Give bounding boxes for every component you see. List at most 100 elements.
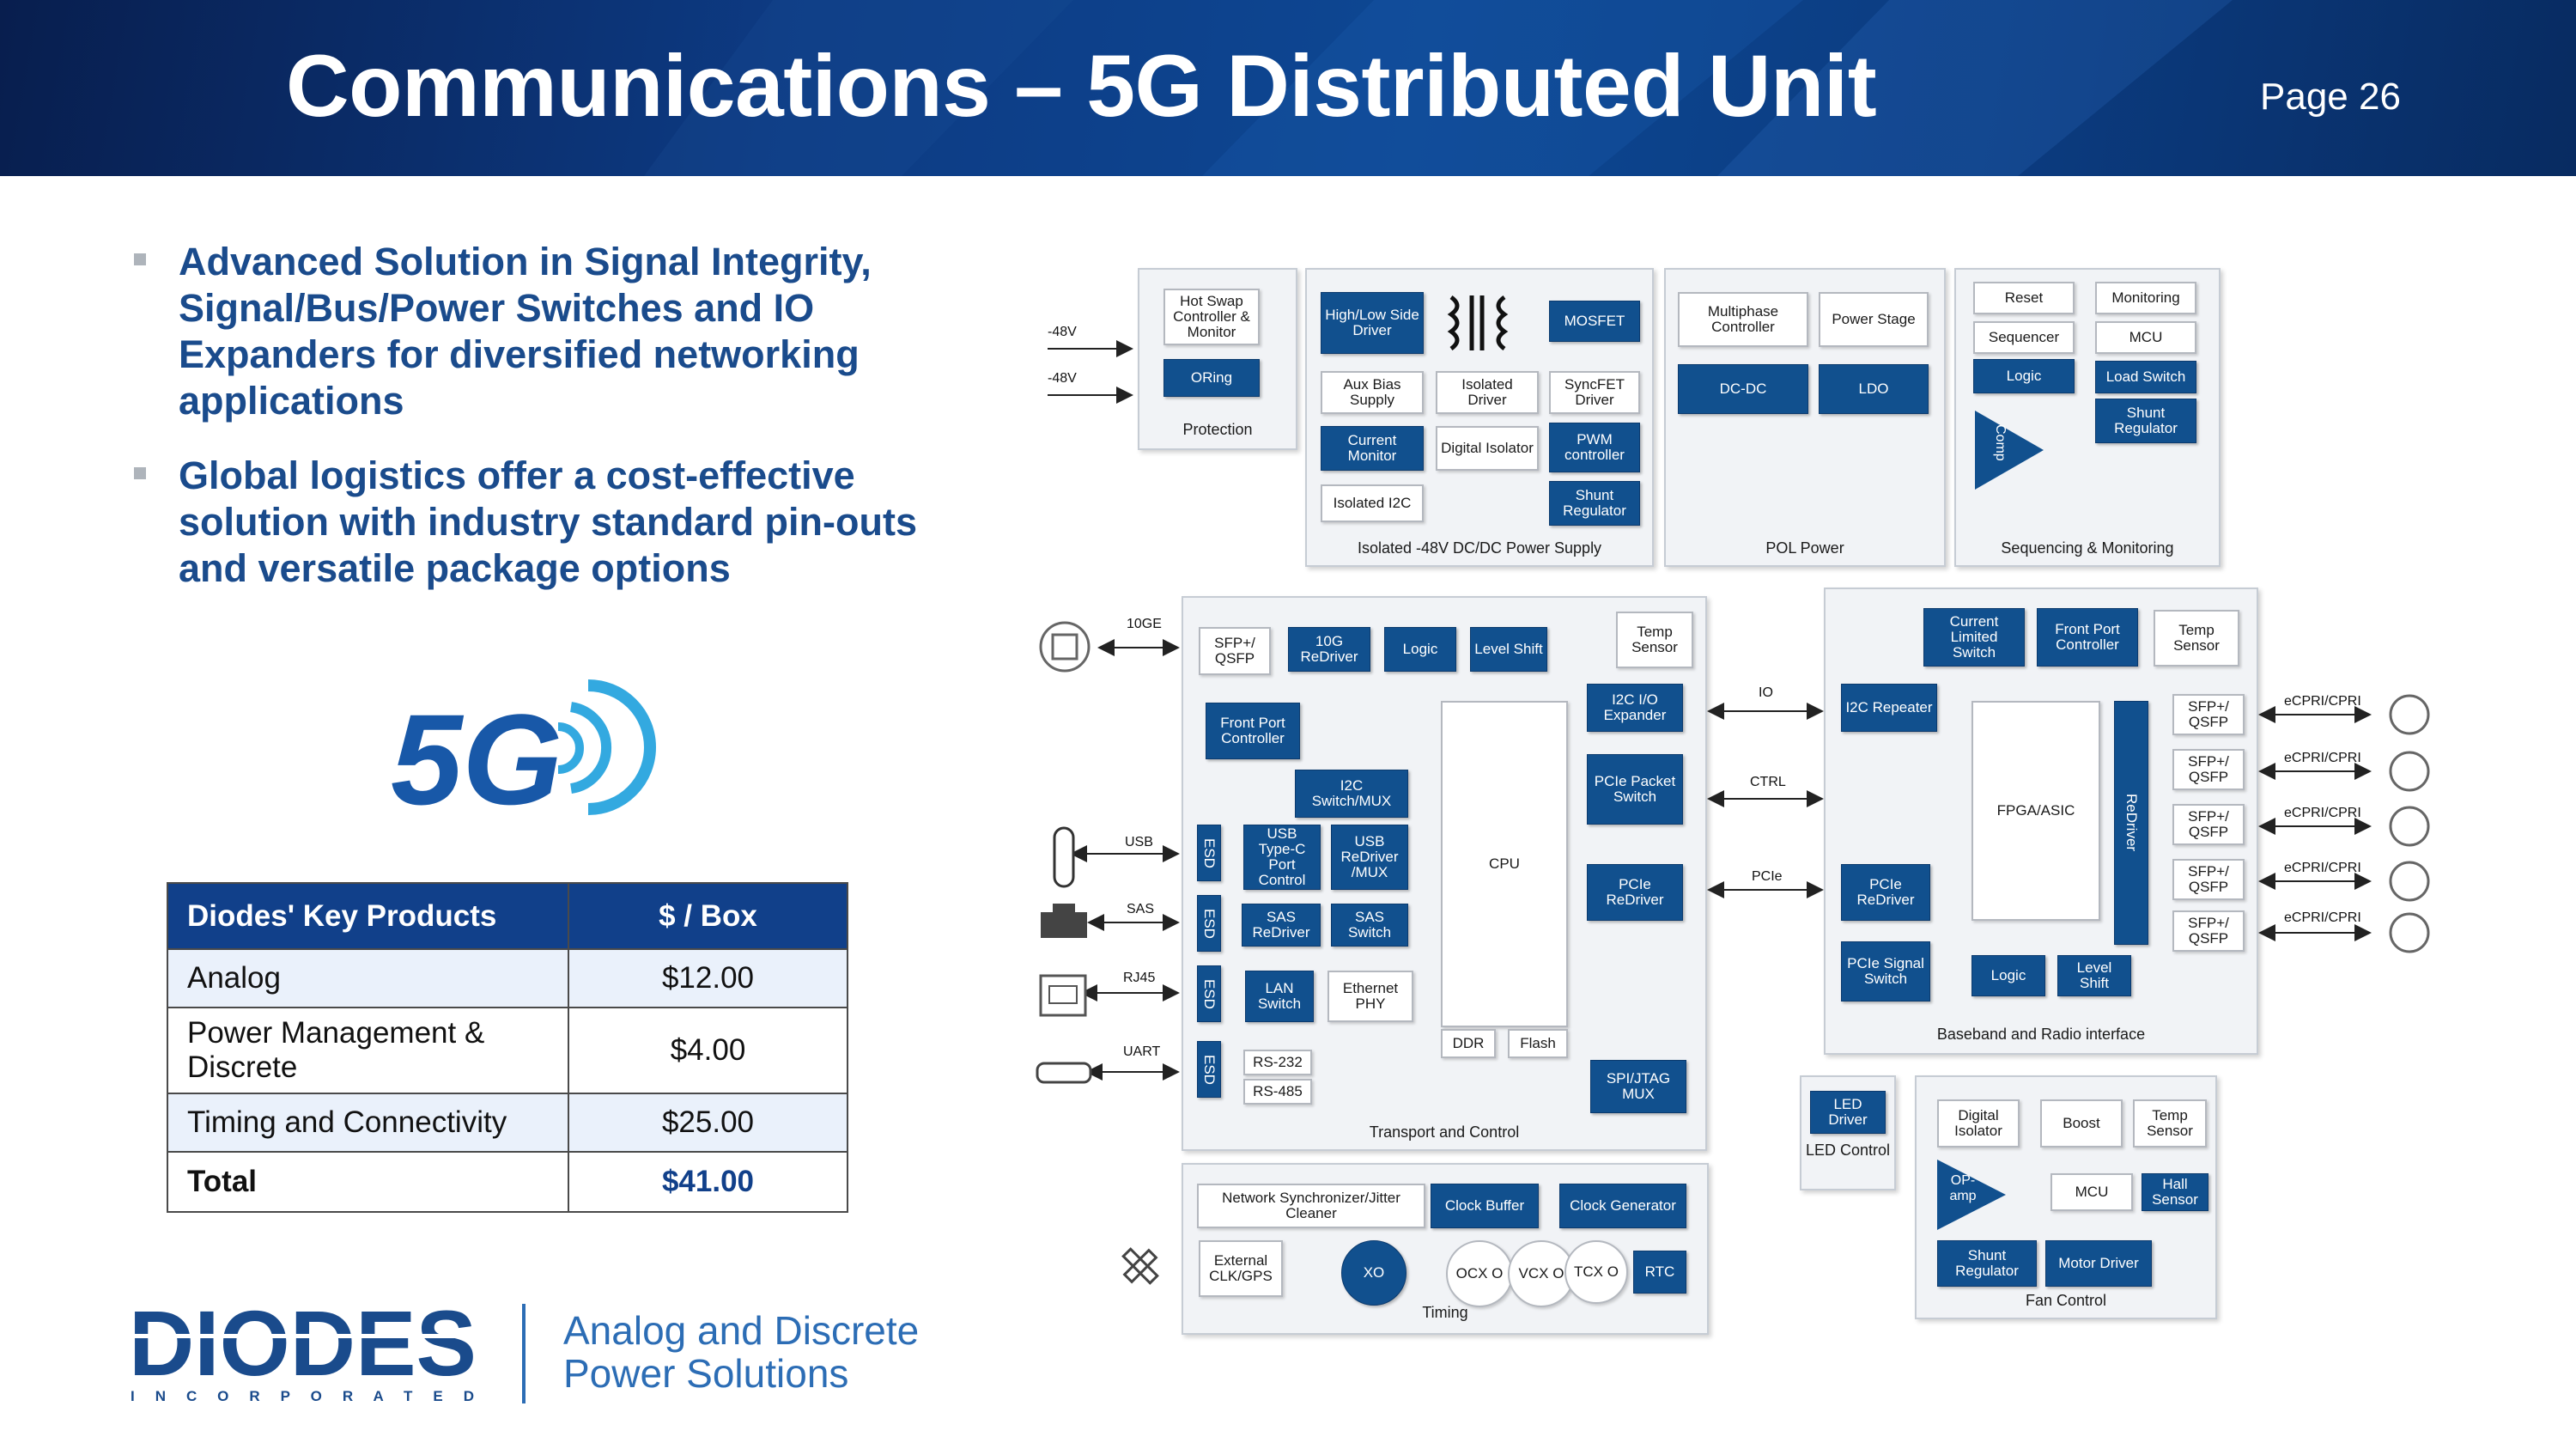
baseband-label: Baseband and Radio interface xyxy=(1936,1026,2146,1043)
boost-block: Boost xyxy=(2040,1099,2123,1148)
sas-switch-block: SAS Switch xyxy=(1331,904,1408,947)
sas-port-icon xyxy=(1041,904,1087,938)
sequencer-block: Sequencer xyxy=(1973,321,2075,354)
usb-typec-control-block: USB Type-C Port Control xyxy=(1243,825,1321,890)
rs485-block: RS-485 xyxy=(1243,1079,1312,1105)
high-low-driver-block: High/Low Side Driver xyxy=(1321,292,1424,354)
diodes-logo-text: DIODES xyxy=(129,1301,477,1395)
temp-sensor-block: Temp Sensor xyxy=(2133,1099,2207,1148)
transport-label: Transport and Control xyxy=(1369,1123,1520,1141)
uart-port-icon xyxy=(1036,1062,1092,1084)
spi-jtag-mux-block: SPI/JTAG MUX xyxy=(1590,1060,1686,1113)
table-header: Diodes' Key Products xyxy=(167,882,569,950)
page-number: Page 26 xyxy=(2260,76,2401,118)
redriver-block: ReDriver xyxy=(2114,701,2148,945)
tagline-line-2: Power Solutions xyxy=(563,1351,849,1396)
clock-buffer-block: Clock Buffer xyxy=(1431,1184,1539,1228)
table-header: $ / Box xyxy=(568,882,848,950)
timing-label: Timing xyxy=(1422,1304,1468,1321)
transformer-icon xyxy=(1447,295,1509,351)
protection-label: Protection xyxy=(1182,421,1253,438)
mosfet-block: MOSFET xyxy=(1549,301,1640,342)
key-products-table: Diodes' Key Products $ / Box Analog $12.… xyxy=(167,882,848,1213)
ethernet-phy-block: Ethernet PHY xyxy=(1327,971,1413,1022)
table-row: Timing and Connectivity $25.00 xyxy=(167,1093,848,1153)
input-label: -48V xyxy=(1048,371,1077,386)
multiphase-controller-block: Multiphase Controller xyxy=(1678,292,1808,347)
price-cell: $12.00 xyxy=(568,948,848,1008)
i2c-switch-block: I2C Switch/MUX xyxy=(1295,770,1408,818)
sfp-block: SFP+/ QSFP xyxy=(2172,749,2245,790)
sas-redriver-block: SAS ReDriver xyxy=(1242,904,1321,947)
sfp-block: SFP+/ QSFP xyxy=(2172,694,2245,735)
ocxo-block: OCX O xyxy=(1446,1240,1513,1307)
product-cell: Analog xyxy=(167,948,569,1008)
digital-isolator-block: Digital Isolator xyxy=(1436,426,1539,471)
opamp-icon xyxy=(1937,1160,2006,1230)
link-label-ctrl: CTRL xyxy=(1750,775,1786,789)
sfp-port-icon xyxy=(1039,621,1091,673)
rj45-port-icon xyxy=(1039,974,1087,1017)
isolated-i2c-block: Isolated I2C xyxy=(1321,484,1424,522)
clock-generator-block: Clock Generator xyxy=(1559,1184,1686,1228)
level-shift-block: Level Shift xyxy=(1470,627,1547,672)
table-total-row: Total $41.00 xyxy=(167,1151,848,1213)
esd-block: ESD xyxy=(1197,1041,1221,1098)
network-synchronizer-block: Network Synchronizer/Jitter Cleaner xyxy=(1197,1184,1425,1228)
ddr-block: DDR xyxy=(1441,1029,1496,1058)
front-port-controller-block: Front Port Controller xyxy=(1206,703,1300,759)
tagline-line-1: Analog and Discrete xyxy=(563,1308,920,1353)
esd-block: ESD xyxy=(1197,895,1221,952)
ldo-block: LDO xyxy=(1819,364,1929,414)
sfp-block: SFP+/ QSFP xyxy=(1199,627,1271,675)
syncfet-driver-block: SyncFET Driver xyxy=(1549,371,1640,414)
sfp-block: SFP+/ QSFP xyxy=(2172,910,2245,952)
ecpri-label: eCPRI/CPRI xyxy=(2284,861,2361,875)
price-cell: $25.00 xyxy=(568,1093,848,1153)
ecpri-label: eCPRI/CPRI xyxy=(2284,910,2361,925)
table-row: Power Management & Discrete $4.00 xyxy=(167,1007,848,1094)
usb-redriver-block: USB ReDriver /MUX xyxy=(1331,825,1408,890)
i2c-repeater-block: I2C Repeater xyxy=(1841,684,1937,732)
banner-decoration xyxy=(644,0,2233,176)
load-switch-block: Load Switch xyxy=(2095,361,2196,393)
pol-power-label: POL Power xyxy=(1765,539,1844,557)
shunt-regulator-block: Shunt Regulator xyxy=(1937,1240,2037,1287)
page-title: Communications – 5G Distributed Unit xyxy=(286,37,1877,135)
ecpri-label: eCPRI/CPRI xyxy=(2284,806,2361,820)
reset-block: Reset xyxy=(1973,282,2075,314)
port-label: 10GE xyxy=(1127,617,1162,631)
bullet-marker xyxy=(134,253,146,265)
port-label: RJ45 xyxy=(1123,971,1156,985)
lan-switch-block: LAN Switch xyxy=(1245,971,1314,1022)
fpga-asic-block: FPGA/ASIC xyxy=(1971,701,2100,921)
xo-block: XO xyxy=(1341,1240,1406,1306)
rtc-block: RTC xyxy=(1633,1251,1686,1294)
bullet-marker xyxy=(134,467,146,479)
isolated-supply-label: Isolated -48V DC/DC Power Supply xyxy=(1357,539,1602,557)
comparator-label: Comp xyxy=(1993,424,2008,461)
flash-block: Flash xyxy=(1508,1029,1568,1058)
vcxo-block: VCX O xyxy=(1508,1240,1575,1307)
rs232-block: RS-232 xyxy=(1243,1050,1312,1075)
pcie-redriver-block: PCIe ReDriver xyxy=(1841,864,1930,921)
rf-port-icon xyxy=(2389,694,2430,953)
level-shift-block: Level Shift xyxy=(2057,955,2131,996)
mcu-block: MCU xyxy=(2050,1173,2133,1211)
sequencing-label: Sequencing & Monitoring xyxy=(2001,539,2174,557)
header-banner: Communications – 5G Distributed Unit Pag… xyxy=(0,0,2576,176)
fan-control-label: Fan Control xyxy=(2025,1292,2107,1309)
pwm-controller-block: PWM controller xyxy=(1549,423,1640,472)
mcu-block: MCU xyxy=(2095,321,2196,354)
temp-sensor-block: Temp Sensor xyxy=(2154,610,2239,667)
ecpri-label: eCPRI/CPRI xyxy=(2284,751,2361,765)
10g-redriver-block: 10G ReDriver xyxy=(1288,627,1370,672)
satellite-icon xyxy=(1121,1247,1159,1285)
logic-block: Logic xyxy=(1971,955,2045,996)
aux-bias-block: Aux Bias Supply xyxy=(1321,371,1424,414)
motor-driver-block: Motor Driver xyxy=(2045,1240,2152,1287)
esd-block: ESD xyxy=(1197,965,1221,1022)
table-row: Analog $12.00 xyxy=(167,948,848,1008)
diagram-connectors xyxy=(1036,340,2430,1285)
port-label: USB xyxy=(1125,835,1153,849)
